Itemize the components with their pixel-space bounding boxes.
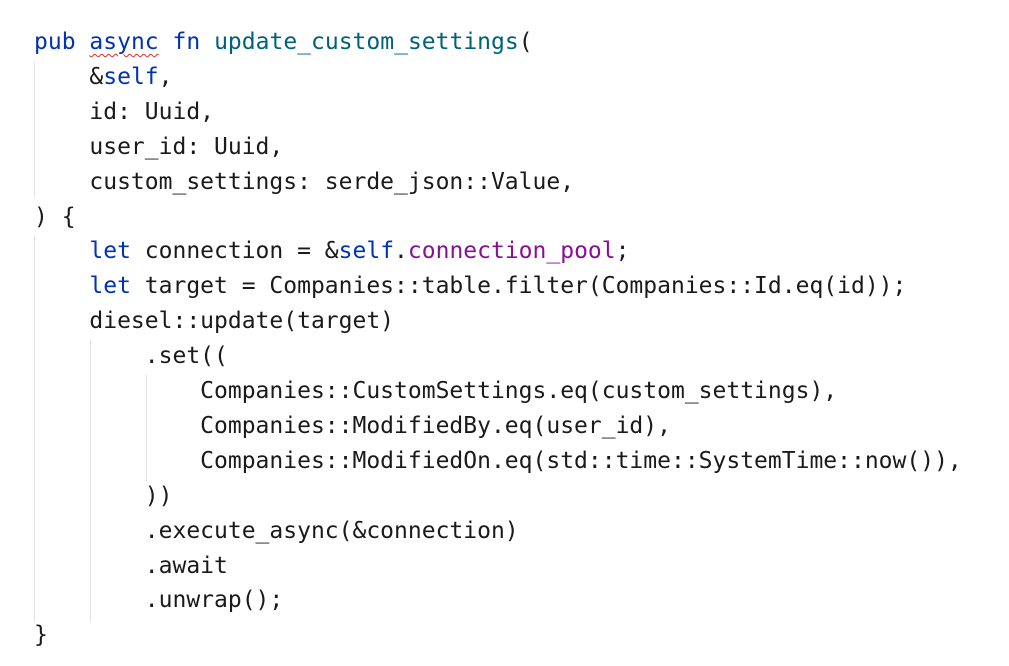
code-token: update_custom_settings: [214, 29, 519, 55]
code-token: [76, 29, 90, 55]
code-line[interactable]: let connection = &self.connection_pool;: [34, 234, 629, 269]
code-token: )): [34, 482, 173, 509]
code-token: self: [338, 238, 395, 265]
code-token: custom_settings: serde_json::Value,: [34, 168, 575, 195]
code-token: ,: [158, 63, 173, 90]
code-line[interactable]: .execute_async(&connection): [34, 514, 519, 549]
code-token: connection = &: [130, 238, 339, 265]
code-token: id: Uuid,: [34, 98, 215, 125]
code-token: [200, 29, 214, 55]
code-token: diesel::update(target): [34, 308, 395, 335]
code-line[interactable]: custom_settings: serde_json::Value,: [34, 165, 574, 200]
code-token: [34, 238, 89, 264]
code-token: let: [89, 273, 131, 300]
code-token: pub: [34, 29, 76, 55]
code-token: ;: [615, 238, 630, 265]
code-token: fn: [172, 29, 201, 55]
code-token: Companies::ModifiedBy.eq(user_id),: [34, 412, 671, 439]
code-line[interactable]: }: [34, 618, 48, 653]
code-token: self: [103, 63, 159, 90]
code-token: .set((: [34, 343, 228, 370]
indent-guide: [34, 62, 35, 197]
code-line[interactable]: pub async fn update_custom_settings(: [34, 25, 533, 60]
code-line[interactable]: let target = Companies::table.filter(Com…: [34, 269, 906, 304]
code-line[interactable]: .await: [34, 549, 228, 584]
indent-guide: [90, 340, 91, 622]
code-line[interactable]: Companies::ModifiedOn.eq(std::time::Syst…: [34, 444, 962, 479]
code-token: ) {: [34, 203, 76, 230]
error-underlined-token: async: [89, 29, 159, 55]
code-token: let: [89, 238, 131, 265]
code-token: Companies::ModifiedOn.eq(std::time::Syst…: [34, 447, 962, 474]
code-token: }: [34, 622, 48, 649]
code-token: (: [518, 29, 533, 55]
code-line[interactable]: .set((: [34, 339, 228, 374]
code-token: connection_pool: [407, 238, 616, 265]
code-token: .execute_async(&connection): [34, 517, 519, 544]
code-token: [34, 273, 89, 299]
code-line[interactable]: user_id: Uuid,: [34, 130, 283, 165]
code-line[interactable]: &self,: [34, 60, 173, 95]
code-token: .: [394, 238, 408, 265]
code-line[interactable]: .unwrap();: [34, 583, 283, 618]
code-line[interactable]: Companies::ModifiedBy.eq(user_id),: [34, 409, 671, 444]
code-token: .await: [34, 552, 228, 579]
code-token: [159, 29, 173, 55]
code-token: &: [34, 63, 104, 90]
code-line[interactable]: id: Uuid,: [34, 95, 214, 130]
indent-guide: [146, 375, 147, 481]
code-token: Companies::CustomSettings.eq(custom_sett…: [34, 378, 838, 404]
code-line[interactable]: )): [34, 479, 173, 514]
code-line[interactable]: diesel::update(target): [34, 304, 394, 339]
code-token: target = Companies::table.filter(Compani…: [130, 273, 907, 300]
code-token: user_id: Uuid,: [34, 133, 284, 160]
indent-guide: [34, 236, 35, 622]
code-line[interactable]: ) {: [34, 200, 76, 235]
code-line[interactable]: Companies::CustomSettings.eq(custom_sett…: [34, 374, 837, 409]
code-token: .unwrap();: [34, 587, 284, 614]
